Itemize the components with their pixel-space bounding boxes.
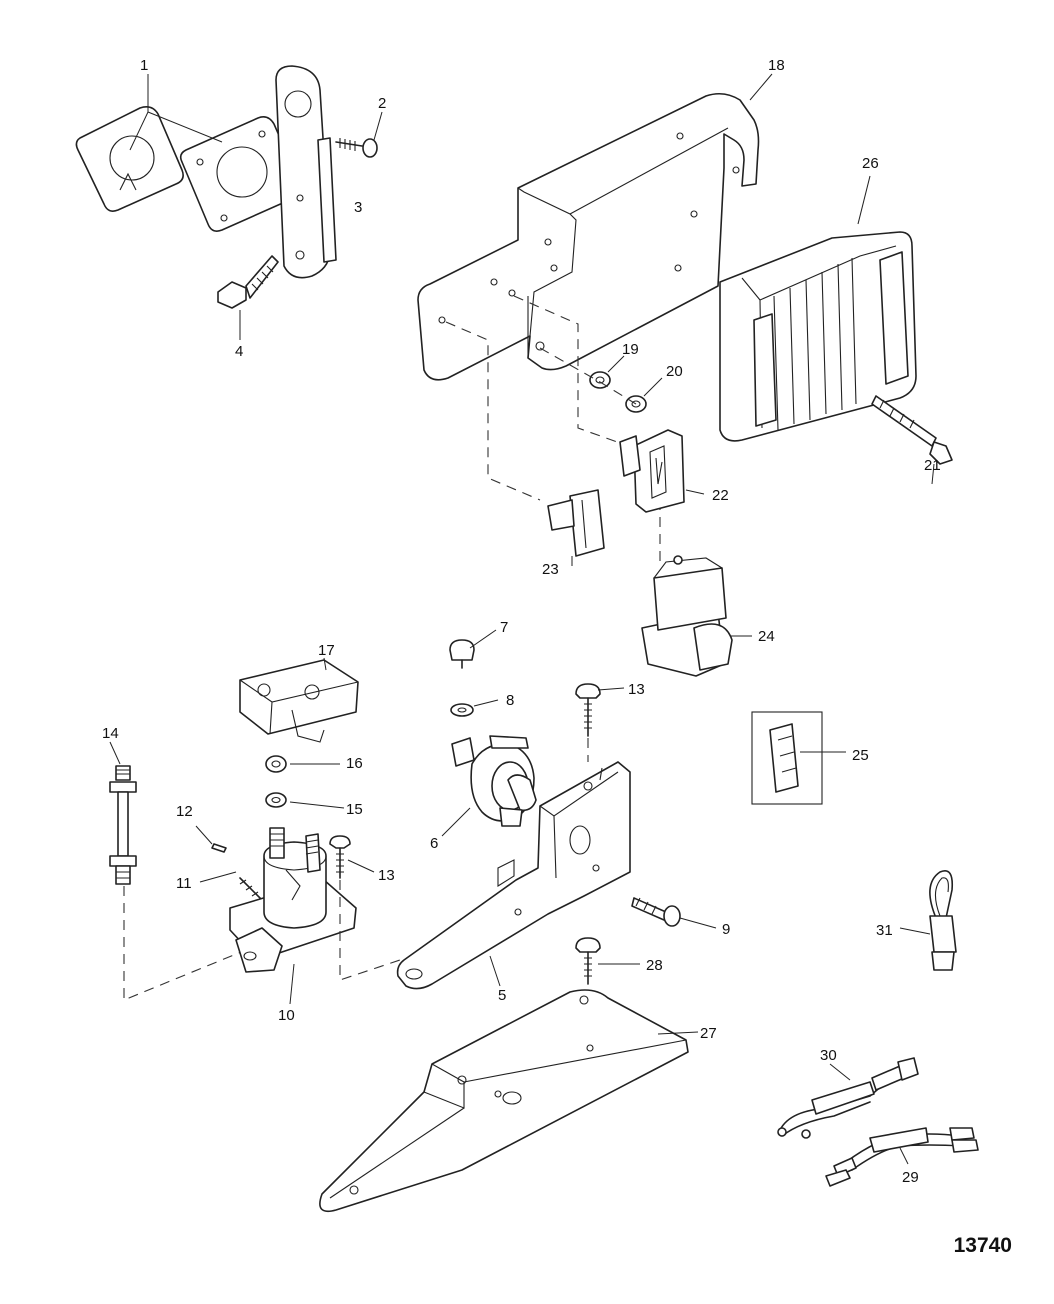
pin-12: [195, 825, 227, 853]
electronic-module-26: [719, 175, 917, 442]
callout-1: 1: [140, 57, 148, 74]
bolt-9: [631, 897, 717, 929]
relay-socket-22: [619, 429, 705, 513]
wire-harness-30: [777, 1057, 919, 1139]
screw-28: [575, 937, 640, 985]
callout-28: 28: [646, 957, 663, 974]
callout-4: 4: [235, 343, 243, 360]
washer-19: [589, 355, 625, 389]
callout-30: 30: [820, 1047, 837, 1064]
jumper-loop-31: [899, 870, 957, 971]
callout-10: 10: [278, 1007, 295, 1024]
callout-2: 2: [378, 95, 386, 112]
callout-18: 18: [768, 57, 785, 74]
screw-13-lower: [329, 835, 375, 879]
switch-6: [441, 735, 537, 837]
clip-23: [547, 489, 605, 566]
relay-24: [641, 555, 752, 677]
gasket-plate-2: [179, 116, 302, 232]
callout-16: 16: [346, 755, 363, 772]
screw-7: [449, 629, 497, 669]
screw-2: [335, 111, 383, 158]
callout-labels: 1 2 3 4 18 26 19 20 21 22 23 24 7 17 8 1…: [102, 57, 941, 1186]
l-bracket-5: [396, 761, 631, 990]
solenoid-10: [229, 827, 357, 1005]
callout-14: 14: [102, 725, 119, 742]
callout-15: 15: [346, 801, 363, 818]
callout-7: 7: [500, 619, 508, 636]
callout-21: 21: [924, 457, 941, 474]
callout-13-upper: 13: [628, 681, 645, 698]
diagram-number: 13740: [953, 1234, 1012, 1257]
callout-8: 8: [506, 692, 514, 709]
bolt-4: [217, 255, 279, 340]
callout-12: 12: [176, 803, 193, 820]
callout-22: 22: [712, 487, 729, 504]
terminal-block-17: [239, 657, 359, 743]
callout-23: 23: [542, 561, 559, 578]
callout-25: 25: [852, 747, 869, 764]
nut-20: [625, 377, 663, 413]
callout-5: 5: [498, 987, 506, 1004]
base-plate-27: [319, 989, 699, 1213]
callout-9: 9: [722, 921, 730, 938]
callout-19: 19: [622, 341, 639, 358]
spring-11: [199, 871, 263, 901]
callout-17: 17: [318, 642, 335, 659]
gasket-plate-1: [75, 106, 184, 212]
callout-29: 29: [902, 1169, 919, 1186]
callout-6: 6: [430, 835, 438, 852]
callout-26: 26: [862, 155, 879, 172]
callout-20: 20: [666, 363, 683, 380]
washer-15: [265, 792, 345, 809]
nut-16: [265, 755, 340, 773]
main-bracket-18: [417, 73, 773, 381]
mounting-bracket-3: [275, 65, 337, 279]
wire-harness-29: [825, 1127, 979, 1187]
screw-13-upper: [575, 683, 625, 737]
washer-8: [450, 699, 499, 717]
callout-27: 27: [700, 1025, 717, 1042]
callout-13-lower: 13: [378, 867, 395, 884]
callout-11: 11: [176, 875, 192, 892]
bolt-21: [871, 395, 953, 485]
fuse-inset-25: [751, 711, 846, 805]
stud-14: [109, 741, 137, 885]
callout-31: 31: [876, 922, 893, 939]
callout-24: 24: [758, 628, 775, 645]
callout-3: 3: [354, 199, 362, 216]
